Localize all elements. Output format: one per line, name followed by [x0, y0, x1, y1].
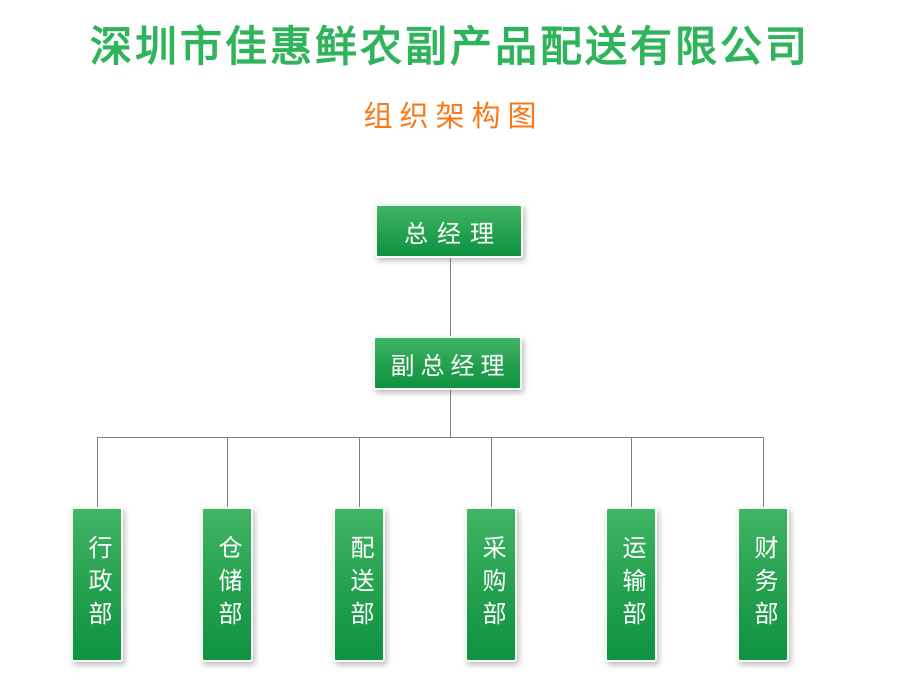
connector-drop-warehouse — [227, 437, 228, 507]
connector-horizontal-bus — [97, 437, 763, 438]
chart-subtitle: 组织架构图 — [363, 101, 544, 133]
dept-label: 运输部 — [618, 535, 645, 634]
connector-drop-purchase — [491, 437, 492, 507]
node-general-manager: 总经理 — [375, 204, 523, 258]
connector-drop-delivery — [359, 437, 360, 507]
node-dept-purchase: 采购部 — [465, 507, 517, 662]
node-dept-warehouse: 仓储部 — [201, 507, 253, 662]
connector-drop-admin — [97, 437, 98, 507]
node-deputy-general-manager: 副总经理 — [373, 336, 522, 390]
company-title: 深圳市佳惠鲜农副产品配送有限公司 — [89, 23, 810, 70]
node-dept-finance: 财务部 — [737, 507, 789, 662]
dept-label: 行政部 — [84, 535, 111, 634]
connector-drop-transport — [631, 437, 632, 507]
dept-label: 仓储部 — [214, 535, 241, 634]
dept-label: 财务部 — [750, 535, 777, 634]
node-dept-admin: 行政部 — [71, 507, 123, 662]
connector-deputy-to-bus — [450, 390, 451, 437]
connector-root-to-deputy — [450, 258, 451, 336]
dept-label: 配送部 — [346, 535, 373, 634]
node-dept-transport: 运输部 — [605, 507, 657, 662]
dept-label: 采购部 — [478, 535, 505, 634]
node-dept-delivery: 配送部 — [333, 507, 385, 662]
connector-drop-finance — [763, 437, 764, 507]
